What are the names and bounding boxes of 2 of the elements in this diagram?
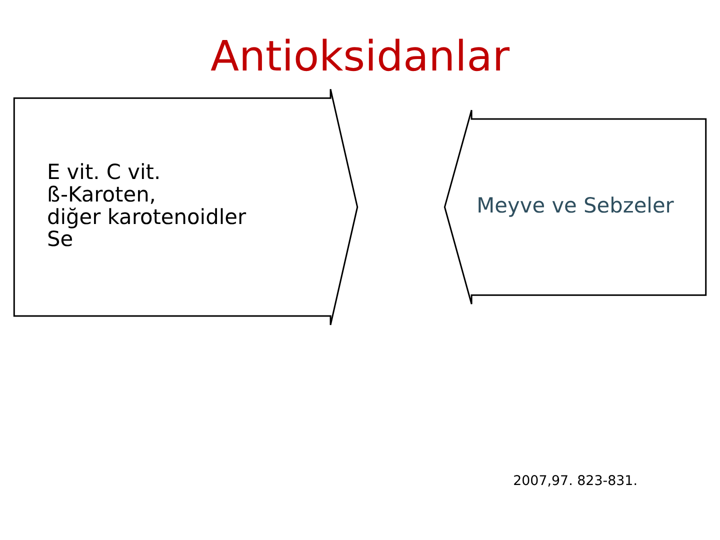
label: 2007,97. 823-831. [513, 473, 638, 488]
diagram-title: Antioksidanlar [210, 30, 510, 80]
